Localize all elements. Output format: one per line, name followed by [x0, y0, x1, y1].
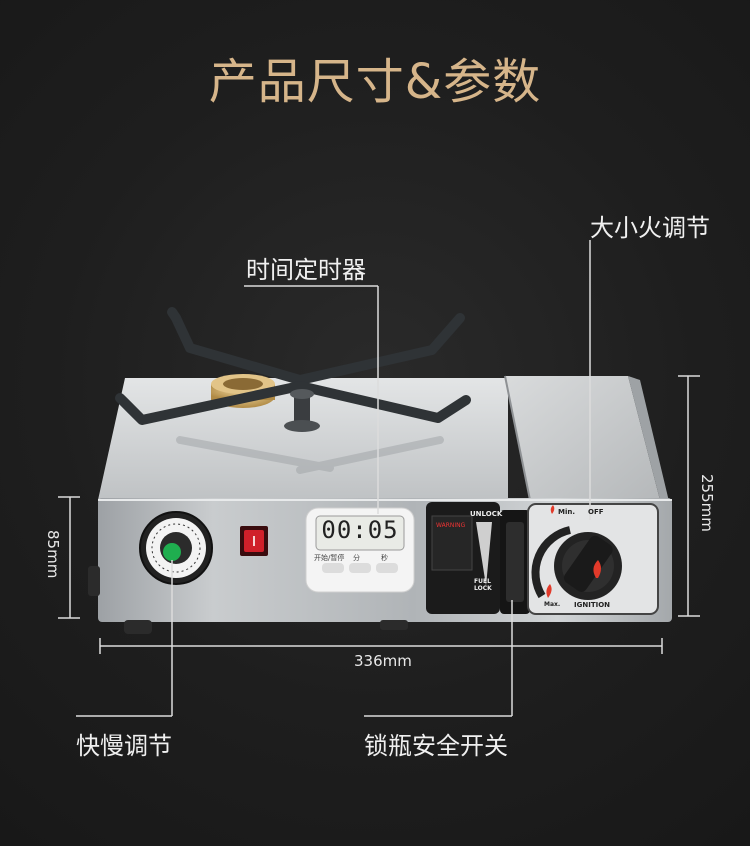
timer-unit[interactable] [305, 507, 415, 593]
timer-minute-button[interactable] [349, 563, 371, 573]
min-flame-icon [550, 505, 555, 514]
speed-dial[interactable] [139, 511, 213, 585]
pot-support-stem [294, 392, 310, 426]
max-flame-icon [546, 584, 552, 598]
callout-speed-adjust: 快慢调节 [76, 732, 172, 760]
knob-ignition-label: IGNITION [574, 601, 611, 609]
knob-max-label: Max. [544, 601, 561, 608]
timer-display: 00:05 [321, 516, 399, 544]
panel-fuel-lock-label: FUEL LOCK [474, 578, 492, 592]
pot-support-icon [115, 307, 471, 425]
timer-second-button[interactable] [376, 563, 398, 573]
timer-start-button[interactable] [322, 563, 344, 573]
dimension-lines [58, 375, 700, 654]
cartridge-lid [505, 376, 660, 500]
callout-fuel-lock: 锁瓶安全开关 [364, 732, 508, 760]
knob-min-label: Min. [558, 508, 576, 516]
dimension-depth: 255mm [698, 474, 716, 532]
panel-warning-label: WARNING [436, 522, 466, 529]
callout-lines [76, 240, 591, 717]
timer-button-label-second: 秒 [381, 554, 388, 562]
dimension-width: 336mm [354, 652, 412, 670]
flame-icon [593, 560, 601, 578]
timer-button-label-start: 开始/暂停 [314, 554, 345, 562]
timer-button-label-minute: 分 [353, 554, 360, 562]
knob-off-label: OFF [588, 508, 604, 516]
speed-indicator-icon [163, 543, 181, 561]
callout-fire-adjust: 大小火调节 [590, 214, 710, 242]
dimension-height: 85mm [44, 530, 62, 579]
page-title: 产品尺寸&参数 [208, 54, 542, 110]
fuel-lock-panel [426, 502, 530, 614]
ignition-panel [527, 503, 659, 615]
panel-unlock-label: UNLOCK [470, 510, 503, 518]
power-switch[interactable] [240, 526, 268, 556]
callout-timer: 时间定时器 [246, 256, 366, 284]
